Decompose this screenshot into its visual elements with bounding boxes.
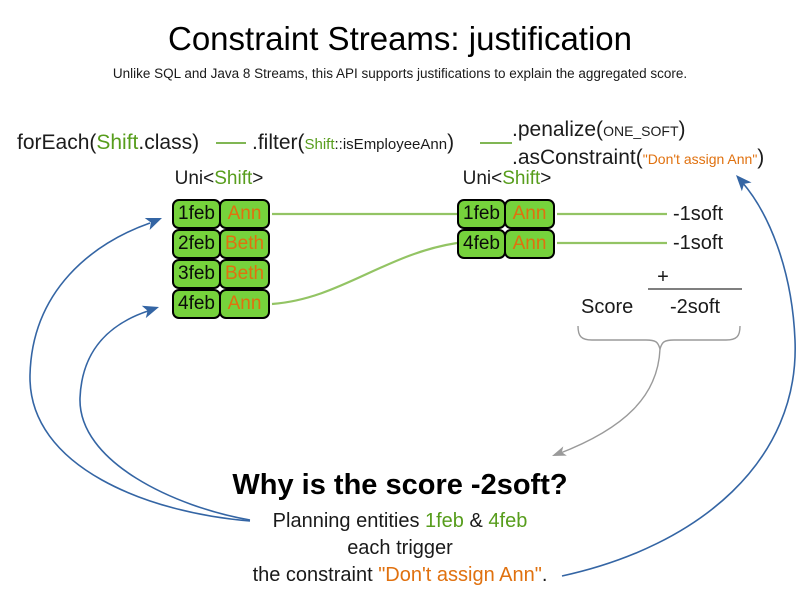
- code-filter: .filter(Shift::isEmployeeAnn): [252, 131, 454, 155]
- explanation-line3-text: the constraint: [252, 564, 379, 586]
- match-line-4feb: [271, 241, 458, 306]
- page-subtitle: Unlike SQL and Java 8 Streams, this API …: [112, 66, 688, 81]
- right-uni-label: Uni<Shift>: [455, 168, 559, 190]
- explanation-constraint-name: "Don't assign Ann": [378, 564, 542, 586]
- penalty-value-1: -1soft: [673, 203, 724, 225]
- shift-date-cell: 2feb: [172, 229, 221, 259]
- left-uni-label: Uni<Shift>: [168, 168, 270, 190]
- constraint-arrow: [561, 181, 796, 577]
- table-row: 2feb Beth: [172, 229, 270, 259]
- code-penalize-open: .penalize(: [512, 118, 604, 141]
- shift-employee-cell: Ann: [504, 199, 555, 229]
- explanation-line-3: the constraint "Don't assign Ann".: [0, 564, 800, 587]
- explanation-line1-text: Planning entities: [272, 510, 425, 532]
- table-row: 1feb Ann: [172, 199, 270, 229]
- score-to-why-arrowhead-icon: [552, 446, 567, 456]
- shift-date-cell: 3feb: [172, 259, 221, 289]
- shift-employee-cell: Ann: [219, 289, 270, 319]
- code-foreach: forEach(Shift.class): [17, 131, 199, 155]
- explanation-line3-period: .: [541, 564, 548, 586]
- score-to-why-arrow: [557, 348, 661, 455]
- right-uni-table: 1feb Ann 4feb Ann: [457, 199, 555, 259]
- entity1-arrowhead-icon: [144, 217, 162, 231]
- penalty-value-2: -1soft: [673, 232, 724, 254]
- shift-date-cell: 4feb: [172, 289, 221, 319]
- score-label: Score: [581, 296, 634, 318]
- shift-employee-cell: Beth: [219, 259, 270, 289]
- code-asconstraint: .asConstraint("Don't assign Ann"): [512, 146, 764, 170]
- table-row: 3feb Beth: [172, 259, 270, 289]
- code-penalize: .penalize(ONE_SOFT): [512, 118, 686, 142]
- code-filter-close: ): [447, 131, 455, 154]
- code-filter-shift: Shift: [304, 136, 335, 153]
- code-filter-open: .filter(: [252, 131, 305, 154]
- shift-employee-cell: Beth: [219, 229, 270, 259]
- shift-employee-cell: Ann: [219, 199, 270, 229]
- why-heading: Why is the score -2soft?: [232, 469, 568, 501]
- table-row: 4feb Ann: [172, 289, 270, 319]
- shift-date-cell: 4feb: [457, 229, 506, 259]
- shift-date-cell: 1feb: [457, 199, 506, 229]
- right-uni-label-p1: Uni<: [462, 168, 503, 189]
- explanation-entity1: 1feb: [425, 510, 464, 532]
- right-uni-label-shift: Shift: [502, 168, 541, 189]
- table-row: 4feb Ann: [457, 229, 555, 259]
- left-uni-label-p2: >: [252, 168, 264, 189]
- code-foreach-class: Shift: [96, 131, 139, 154]
- code-penalize-close: ): [678, 118, 686, 141]
- code-asconstraint-close: ): [757, 146, 765, 169]
- constraint-arrowhead-icon: [736, 175, 752, 192]
- explanation-line-1: Planning entities 1feb & 4feb: [0, 510, 800, 533]
- left-uni-label-shift: Shift: [214, 168, 253, 189]
- left-uni-table: 1feb Ann 2feb Beth 3feb Beth 4feb Ann: [172, 199, 270, 319]
- explanation-amp: &: [463, 510, 489, 532]
- shift-employee-cell: Ann: [504, 229, 555, 259]
- code-filter-method: ::isEmployeeAnn: [334, 136, 448, 153]
- entity2-arrowhead-icon: [141, 305, 159, 319]
- code-foreach-close: .class): [138, 131, 200, 154]
- page-title: Constraint Streams: justification: [167, 20, 632, 57]
- code-foreach-open: forEach(: [17, 131, 97, 154]
- explanation-line-2: each trigger: [347, 537, 453, 559]
- plus-sign: +: [657, 266, 669, 288]
- entity1-arrow: [29, 222, 251, 522]
- score-brace: [577, 325, 741, 352]
- code-asconstraint-arg: "Don't assign Ann": [642, 151, 758, 167]
- right-uni-label-p2: >: [540, 168, 552, 189]
- table-row: 1feb Ann: [457, 199, 555, 229]
- entity2-arrow: [79, 310, 251, 521]
- code-asconstraint-open: .asConstraint(: [512, 146, 643, 169]
- code-penalize-arg: ONE_SOFT: [603, 123, 679, 139]
- shift-date-cell: 1feb: [172, 199, 221, 229]
- left-uni-label-p1: Uni<: [174, 168, 215, 189]
- score-total: -2soft: [670, 296, 721, 318]
- explanation-entity2: 4feb: [488, 510, 528, 532]
